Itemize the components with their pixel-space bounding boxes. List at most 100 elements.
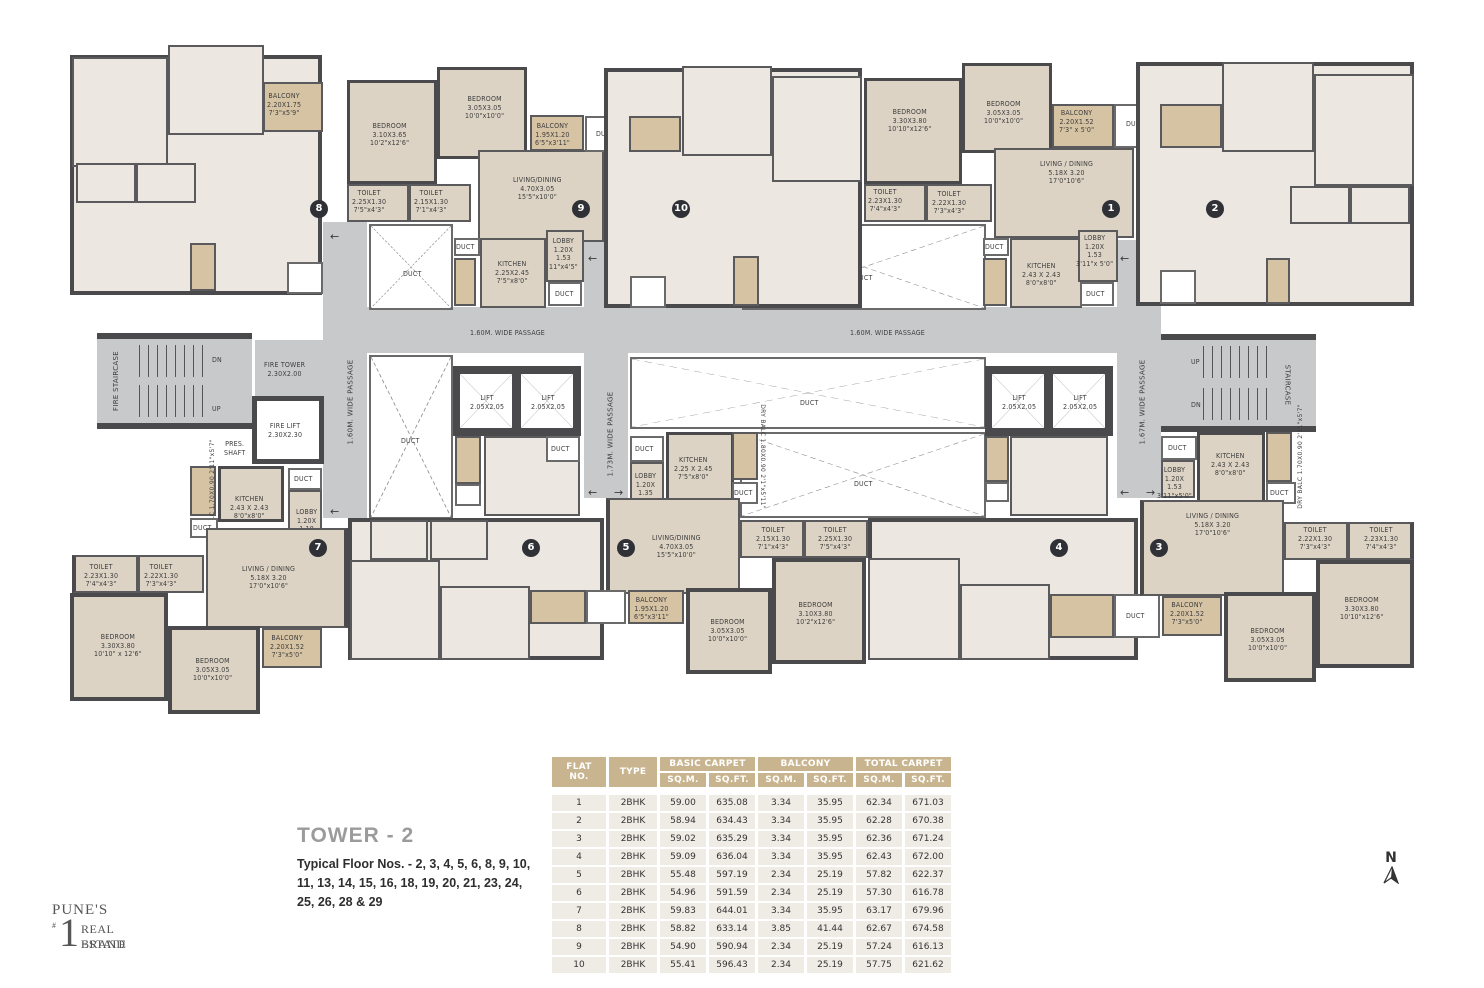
arrow-left-icon: ← bbox=[588, 486, 598, 499]
flat-3-balcony bbox=[1162, 596, 1222, 636]
flat-1-lobby bbox=[1078, 230, 1118, 282]
flat-9-bedroom-b-label: BEDROOM 3.05X3.05 10'0"x10'0" bbox=[465, 95, 505, 120]
flat-3-lobby-label: LOBBY 1.20X 1.53 3'11"x5'0" bbox=[1157, 466, 1193, 500]
flat-5-toilet-b-label: TOILET 2.25X1.30 7'5"x4'3" bbox=[818, 526, 853, 551]
flat-3-balcony-label: BALCONY 2.20X1.52 7'3"x5'0" bbox=[1170, 601, 1205, 626]
flat-10-balcony bbox=[629, 116, 681, 152]
header-basic-carpet: BASIC CARPET bbox=[660, 757, 755, 771]
flat-3-bedroom-a-label: BEDROOM 3.30X3.80 10'10"x12'6" bbox=[1340, 596, 1384, 621]
flat-4-badge: 4 bbox=[1050, 539, 1068, 557]
fire-staircase-label: FIRE STAIRCASE bbox=[111, 351, 120, 411]
flat-1-living-label: LIVING / DINING 5.18X 3.20 17'0"10'6" bbox=[1040, 160, 1094, 185]
brand-hash: # bbox=[52, 921, 56, 930]
flat-1-toilet-a bbox=[864, 184, 926, 222]
staircase-label: STAIRCASE bbox=[1283, 364, 1292, 406]
duct-mid-left: DUCT bbox=[369, 355, 453, 519]
flat-7-bedroom-a-label: BEDROOM 3.30X3.80 10'10" x 12'6" bbox=[94, 633, 142, 658]
flat-8-toilet-1 bbox=[76, 163, 136, 203]
flat-9-kitchen bbox=[480, 238, 546, 308]
flat-5-balcony-label: BALCONY 1.95X1.20 6'5"x3'11" bbox=[634, 596, 670, 621]
flat-9-duct-2: DUCT bbox=[454, 238, 480, 256]
flat-6-duct-2 bbox=[455, 484, 481, 506]
header-total-carpet: TOTAL CARPET bbox=[856, 757, 951, 771]
flat-8-duct bbox=[287, 262, 323, 294]
flat-6-toilet-2 bbox=[430, 520, 488, 560]
flat-3-toilet-a-label: TOILET 2.22X1.30 7'3"x4'3" bbox=[1298, 526, 1333, 551]
flat-7-bedroom-b-label: BEDROOM 3.05X3.05 10'0"x10'0" bbox=[193, 657, 233, 682]
flat-9-lobby-label: LOBBY 1.20X 1.53 11"x4'5" bbox=[549, 237, 578, 271]
flat-7-badge: 7 bbox=[309, 539, 327, 557]
flat-7-bedroom-a bbox=[70, 593, 168, 701]
flat-9-toilet-a bbox=[347, 184, 409, 222]
flat-4-balcony bbox=[1050, 594, 1114, 638]
fire-staircase bbox=[97, 333, 252, 429]
flat-5-toilet-a-label: TOILET 2.15X1.30 7'1"x4'3" bbox=[756, 526, 791, 551]
tower-title: TOWER - 2 bbox=[297, 824, 415, 847]
flat-7-kitchen bbox=[218, 466, 284, 522]
flat-9-living bbox=[478, 150, 604, 242]
flat-9-living-label: LIVING/DINING 4.70X3.05 15'5"x10'0" bbox=[513, 176, 562, 201]
flat-9-toilet-b bbox=[409, 184, 471, 222]
flat-6-bedroom-2 bbox=[440, 586, 530, 660]
passage-label-right: 1.67M. WIDE PASSAGE bbox=[1138, 359, 1147, 445]
passage-label-center: 1.73M. WIDE PASSAGE bbox=[606, 391, 615, 477]
arrow-left-icon: ← bbox=[1120, 252, 1130, 265]
north-arrow-icon bbox=[1383, 865, 1400, 885]
arrow-left-icon: ← bbox=[1120, 486, 1130, 499]
flat-5-toilet-b bbox=[804, 520, 868, 558]
flat-4-bedroom-1 bbox=[868, 558, 960, 660]
north-arrow: N bbox=[1380, 850, 1402, 888]
flat-3-toilet-b bbox=[1348, 522, 1414, 560]
flat-4-duct-2 bbox=[985, 482, 1009, 502]
header-flat-no: FLAT NO. bbox=[552, 757, 606, 787]
flat-4-dry-balcony bbox=[985, 436, 1009, 482]
lift-right-2: LIFT 2.05X2.05 bbox=[1051, 372, 1107, 430]
flat-1-lobby-label: LOBBY 1.20X 1.53 3'11"x 5'0" bbox=[1076, 234, 1114, 268]
brand-line1: PUNE'S bbox=[52, 902, 109, 918]
arrow-right-icon: → bbox=[614, 486, 624, 499]
duct-mid-center-upper: DUCT bbox=[630, 357, 986, 429]
flat-5-dry-balcony bbox=[732, 432, 758, 480]
flat-5-balcony bbox=[628, 590, 684, 624]
flat-9-duct: DUCT bbox=[548, 282, 582, 306]
flat-2-toilet-2 bbox=[1350, 186, 1410, 224]
header-bal-sqft: SQ.FT. bbox=[807, 773, 853, 787]
flat-9-toilet-b-label: TOILET 2.15X1.30 7'1"x4'3" bbox=[414, 189, 449, 214]
flat-1-duct-2: DUCT bbox=[1080, 282, 1114, 306]
flat-2-dry-balcony bbox=[1266, 258, 1290, 304]
flat-3-bedroom-a bbox=[1316, 560, 1414, 668]
stair-dn-label: DN bbox=[212, 356, 222, 364]
stair-up-label: UP bbox=[212, 405, 221, 413]
passage-horizontal bbox=[323, 307, 1161, 353]
flat-7-toilet-a bbox=[72, 555, 138, 593]
flat-8-bedroom-2 bbox=[168, 45, 264, 135]
flat-9-toilet-a-label: TOILET 2.25X1.30 7'5"x4'3" bbox=[352, 189, 387, 214]
flat-10-dry-balcony bbox=[733, 256, 759, 306]
flat-3-toilet-b-label: TOILET 2.23X1.30 7'4"x4'3" bbox=[1364, 526, 1399, 551]
flat-9-badge: 9 bbox=[572, 200, 590, 218]
flat-4-kitchen bbox=[1010, 436, 1108, 516]
flat-5-duct: DUCT bbox=[630, 436, 664, 462]
flat-2-bedroom-2 bbox=[1314, 74, 1414, 186]
flat-5-bedroom-b bbox=[772, 558, 866, 664]
header-basic-sqm: SQ.M. bbox=[660, 773, 706, 787]
area-table: FLAT NO. TYPE BASIC CARPET BALCONY TOTAL… bbox=[549, 755, 954, 975]
fire-lift bbox=[252, 396, 324, 464]
flat-7-living bbox=[206, 528, 348, 628]
flat-1-kitchen-label: KITCHEN 2.43 X 2.43 8'0"x8'0" bbox=[1022, 262, 1061, 287]
brand-line2: REAL ESTATE bbox=[81, 922, 127, 951]
flat-1-badge: 1 bbox=[1102, 200, 1120, 218]
header-total-sqm: SQ.M. bbox=[856, 773, 902, 787]
flat-6-balcony bbox=[530, 590, 586, 624]
flat-9-bedroom-a bbox=[347, 80, 437, 184]
flat-5-bedroom-a-label: BEDROOM 3.05X3.05 10'0"x10'0" bbox=[708, 618, 748, 643]
flat-6-dry-balcony bbox=[455, 436, 481, 484]
flat-3-kitchen bbox=[1197, 432, 1265, 500]
flat-5-bedroom-a bbox=[686, 588, 772, 674]
flat-4-duct: DUCT bbox=[1114, 594, 1160, 638]
flat-1-balcony bbox=[1052, 104, 1114, 148]
passage-left-vertical bbox=[323, 222, 367, 518]
